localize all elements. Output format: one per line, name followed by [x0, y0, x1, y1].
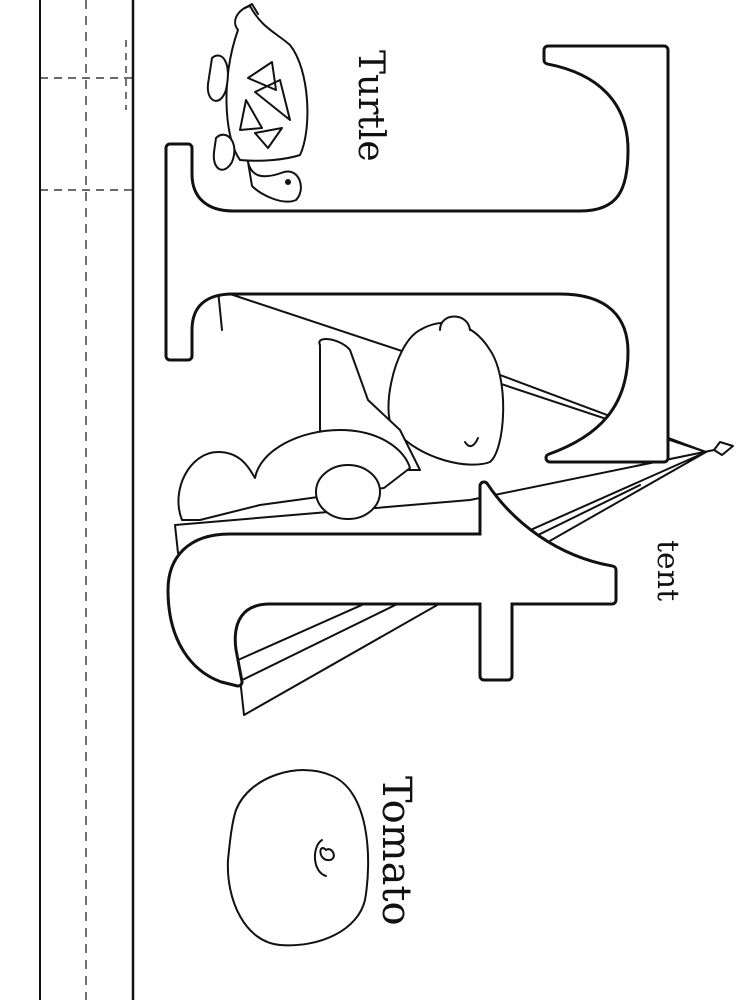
turtle-tail — [244, 3, 259, 15]
bear-body — [177, 429, 411, 521]
turtle-shell-scute-3 — [239, 99, 263, 131]
bear-paw — [315, 464, 381, 520]
tent-peak-flag — [713, 441, 734, 456]
uppercase-letter-outline — [164, 44, 670, 464]
lowercase-letter-outline — [166, 480, 618, 688]
bear-head — [387, 321, 505, 466]
turtle-front-leg — [206, 54, 229, 102]
word-tent-label: tent — [650, 540, 685, 602]
turtle-shell-scute-2 — [254, 79, 291, 121]
tomato-drawing-icon — [226, 769, 370, 947]
turtle-shell-scute-4 — [254, 127, 283, 149]
letter-uppercase-t-inner — [167, 47, 667, 461]
teddy-bear-drawing-icon — [177, 315, 505, 521]
handwriting-guide-lines — [39, 0, 135, 1000]
tomato-body — [226, 769, 370, 947]
tent-roof-seam — [499, 374, 707, 453]
bear-smile — [464, 437, 479, 448]
turtle-eye — [285, 179, 291, 185]
turtle-head — [247, 161, 302, 203]
tent-ridge-line — [174, 449, 715, 554]
tomato-stem-curl — [314, 839, 327, 877]
word-tomato-label: Tomato — [373, 776, 419, 926]
turtle-drawing-icon — [206, 3, 309, 203]
turtle-shell-scute-1 — [247, 61, 277, 91]
tomato-stem — [319, 847, 335, 862]
turtle-back-leg — [212, 133, 236, 171]
word-turtle-label: Turtle — [350, 50, 391, 162]
letter-lowercase-t-inner — [169, 483, 615, 685]
bear-ear — [439, 315, 471, 331]
turtle-shell — [225, 5, 309, 162]
